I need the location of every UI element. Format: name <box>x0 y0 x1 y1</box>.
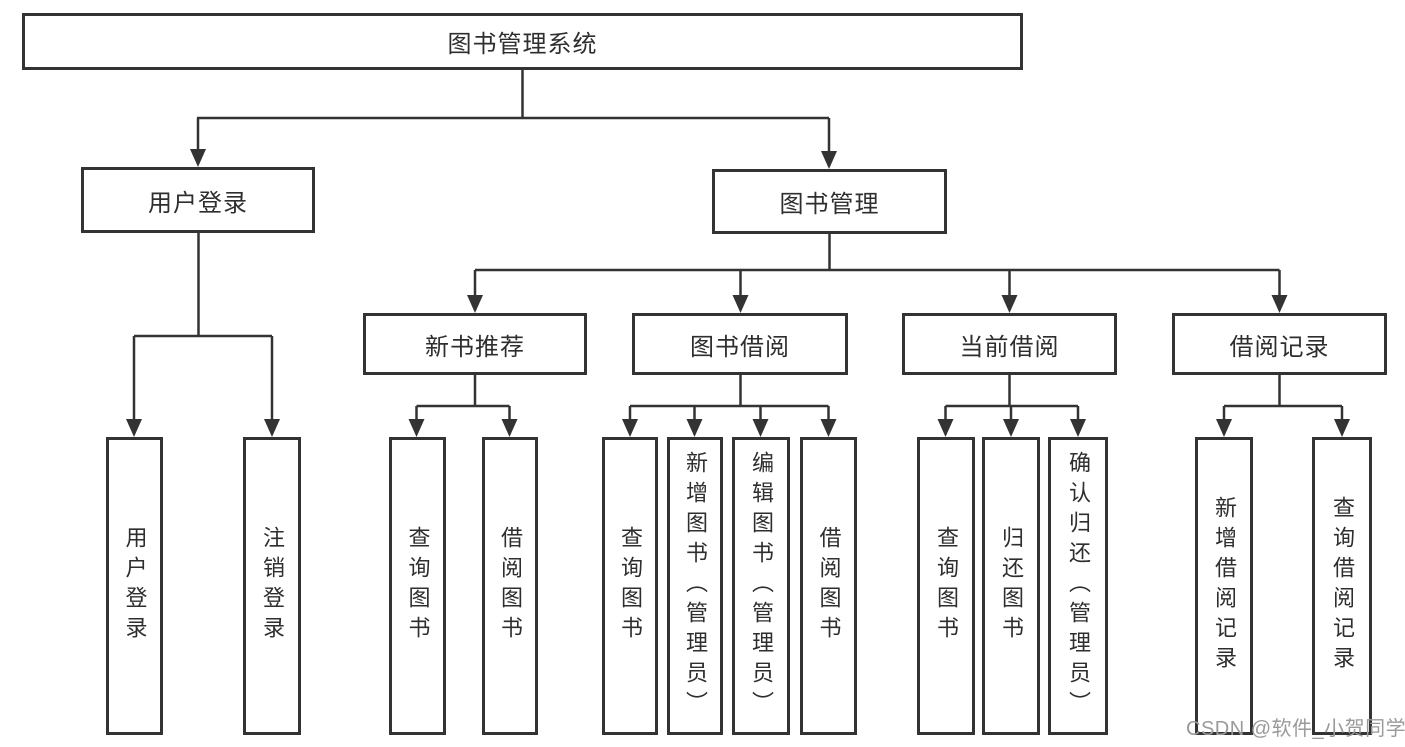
node-new-book-recommend: 新书推荐 <box>363 313 587 375</box>
leaf-query-book-recommend: 查询图书 <box>389 437 446 735</box>
node-borrow-records: 借阅记录 <box>1172 313 1387 375</box>
leaf-edit-book-admin-label: 编辑图书（管理员） <box>749 451 774 721</box>
leaf-user-login: 用户登录 <box>106 437 163 735</box>
leaf-borrow-book: 借阅图书 <box>800 437 857 735</box>
leaf-add-book-admin-label: 新增图书（管理员） <box>683 451 708 721</box>
leaf-add-book-admin: 新增图书（管理员） <box>667 437 723 735</box>
node-root-system: 图书管理系统 <box>22 13 1023 70</box>
leaf-return-book: 归还图书 <box>982 437 1040 735</box>
leaf-confirm-return-admin: 确认归还（管理员） <box>1048 437 1108 735</box>
leaf-logout: 注销登录 <box>243 437 301 735</box>
leaf-borrow-book-recommend-label: 借阅图书 <box>498 526 523 646</box>
node-book-management: 图书管理 <box>712 169 947 234</box>
node-current-borrow: 当前借阅 <box>902 313 1117 375</box>
leaf-query-book-borrow: 查询图书 <box>602 437 658 735</box>
leaf-user-login-label: 用户登录 <box>122 526 148 646</box>
leaf-query-book-current: 查询图书 <box>917 437 975 735</box>
leaf-borrow-book-recommend: 借阅图书 <box>482 437 538 735</box>
leaf-query-borrow-record: 查询借阅记录 <box>1312 437 1372 735</box>
leaf-add-borrow-record-label: 新增借阅记录 <box>1212 496 1237 676</box>
leaf-borrow-book-label: 借阅图书 <box>816 526 842 646</box>
node-user-login: 用户登录 <box>81 167 315 233</box>
leaf-confirm-return-admin-label: 确认归还（管理员） <box>1066 451 1091 721</box>
leaf-query-book-current-label: 查询图书 <box>934 526 959 646</box>
leaf-query-book-recommend-label: 查询图书 <box>405 526 431 646</box>
leaf-logout-label: 注销登录 <box>260 526 285 646</box>
csdn-watermark: CSDN @软件_小贺同学 <box>1186 718 1405 740</box>
leaf-query-borrow-record-label: 查询借阅记录 <box>1330 496 1355 676</box>
leaf-edit-book-admin: 编辑图书（管理员） <box>732 437 790 735</box>
leaf-query-book-borrow-label: 查询图书 <box>618 526 643 646</box>
leaf-add-borrow-record: 新增借阅记录 <box>1195 437 1253 735</box>
leaf-return-book-label: 归还图书 <box>999 526 1024 646</box>
node-book-borrow: 图书借阅 <box>632 313 848 375</box>
